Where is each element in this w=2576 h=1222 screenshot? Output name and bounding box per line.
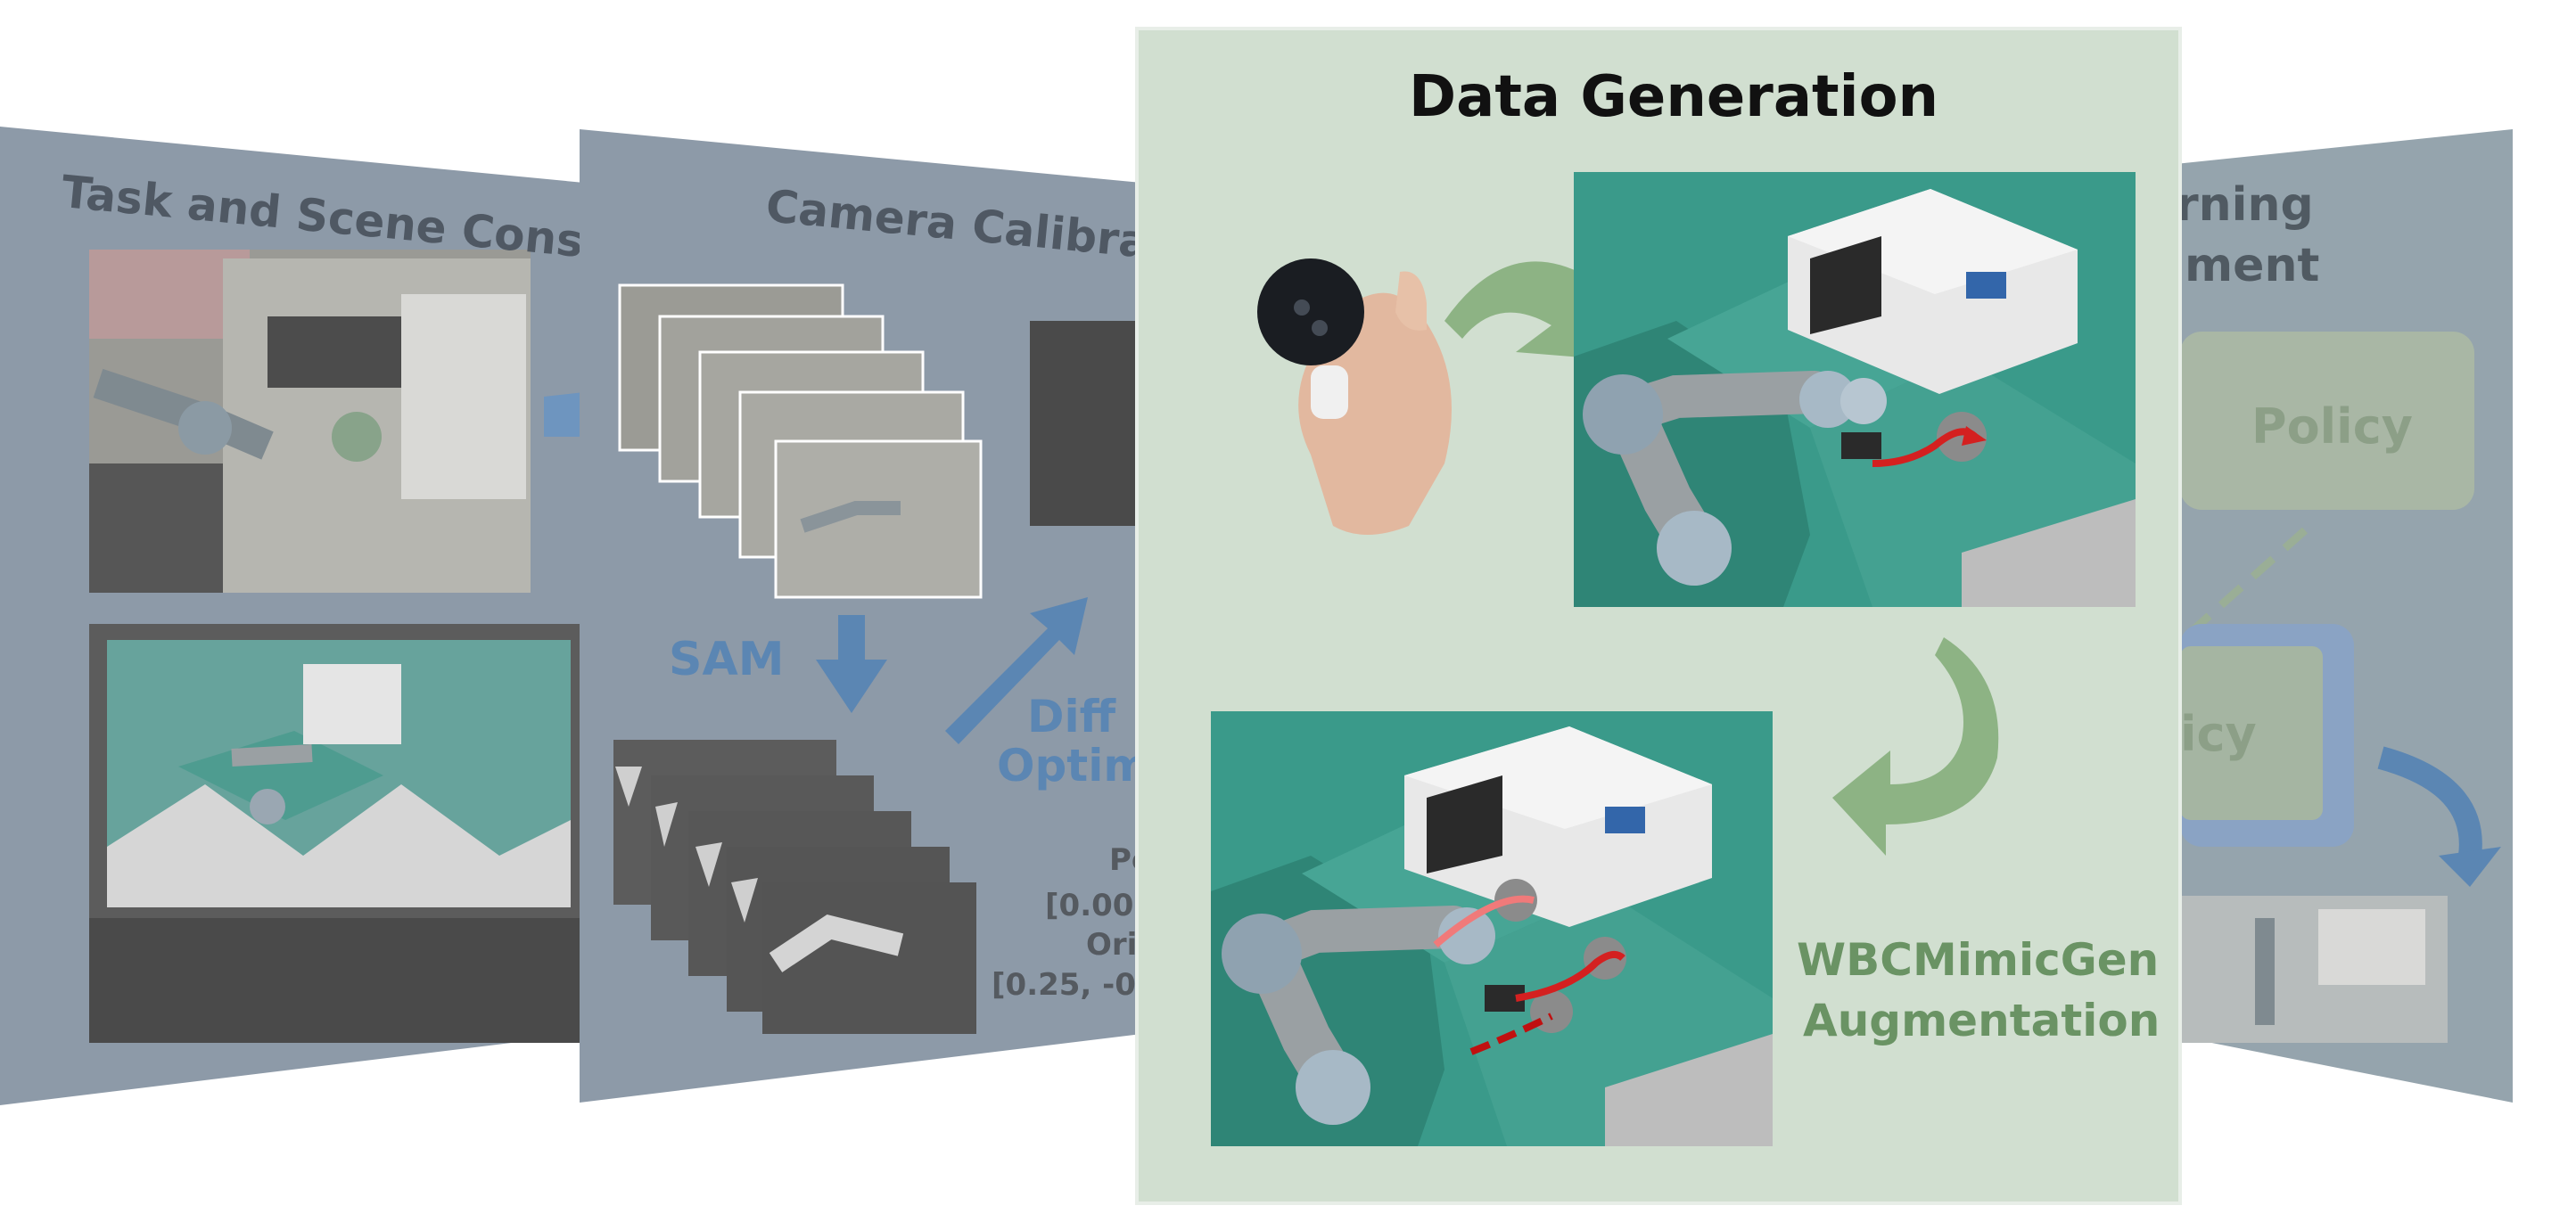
dashed-policy-arrow (2177, 527, 2308, 645)
robot-arm (1583, 371, 1887, 586)
trajectory-c (1469, 1013, 1553, 1055)
datagen-panel-title: Data Generation (1409, 64, 1939, 130)
arrow-to-calibration (544, 392, 584, 437)
policy-box (2180, 332, 2474, 510)
optim-label: Optim (997, 740, 1150, 791)
trajectory-head (1962, 426, 1987, 446)
camera-image-stack (618, 283, 983, 599)
sam-down-arrow (816, 615, 887, 713)
bowl (1937, 412, 1987, 462)
real-deployment-photo (2180, 896, 2448, 1043)
sam-label: SAM (669, 633, 785, 686)
deploy-arrow-head (2439, 847, 2501, 887)
sam-mask-stack (613, 740, 976, 1034)
deploy-arrow (2377, 746, 2482, 857)
microwave-2 (1404, 726, 1712, 927)
augmentation-label-2: Augmentation (1803, 995, 2160, 1046)
simulator-screenshot (89, 624, 584, 1043)
diff-opt-arrow (945, 597, 1088, 744)
student-policy-box (2180, 646, 2323, 820)
learning-title-1: rning (2176, 178, 2314, 232)
augmentation-label-1: WBCMimicGen (1797, 934, 2160, 986)
augmented-sim-scene (1211, 711, 1773, 1146)
teleop-sim-scene (1574, 172, 2136, 607)
student-policy-label: icy (2180, 706, 2257, 762)
real-scene-photo (89, 250, 531, 593)
vr-controller-hand (1257, 258, 1452, 535)
diff-label: Diff (1027, 691, 1116, 742)
edge-map-image (1030, 321, 1141, 526)
trajectory-a (1433, 895, 1535, 948)
trajectory-b (1515, 951, 1625, 1002)
augment-arrow (1832, 637, 1999, 856)
policy-label: Policy (2251, 398, 2413, 455)
orientation-label: Ori (1086, 927, 1138, 963)
microwave (1788, 189, 2078, 394)
position-values: [0.00, (1045, 888, 1146, 923)
learning-title-2: ment (2185, 239, 2320, 292)
